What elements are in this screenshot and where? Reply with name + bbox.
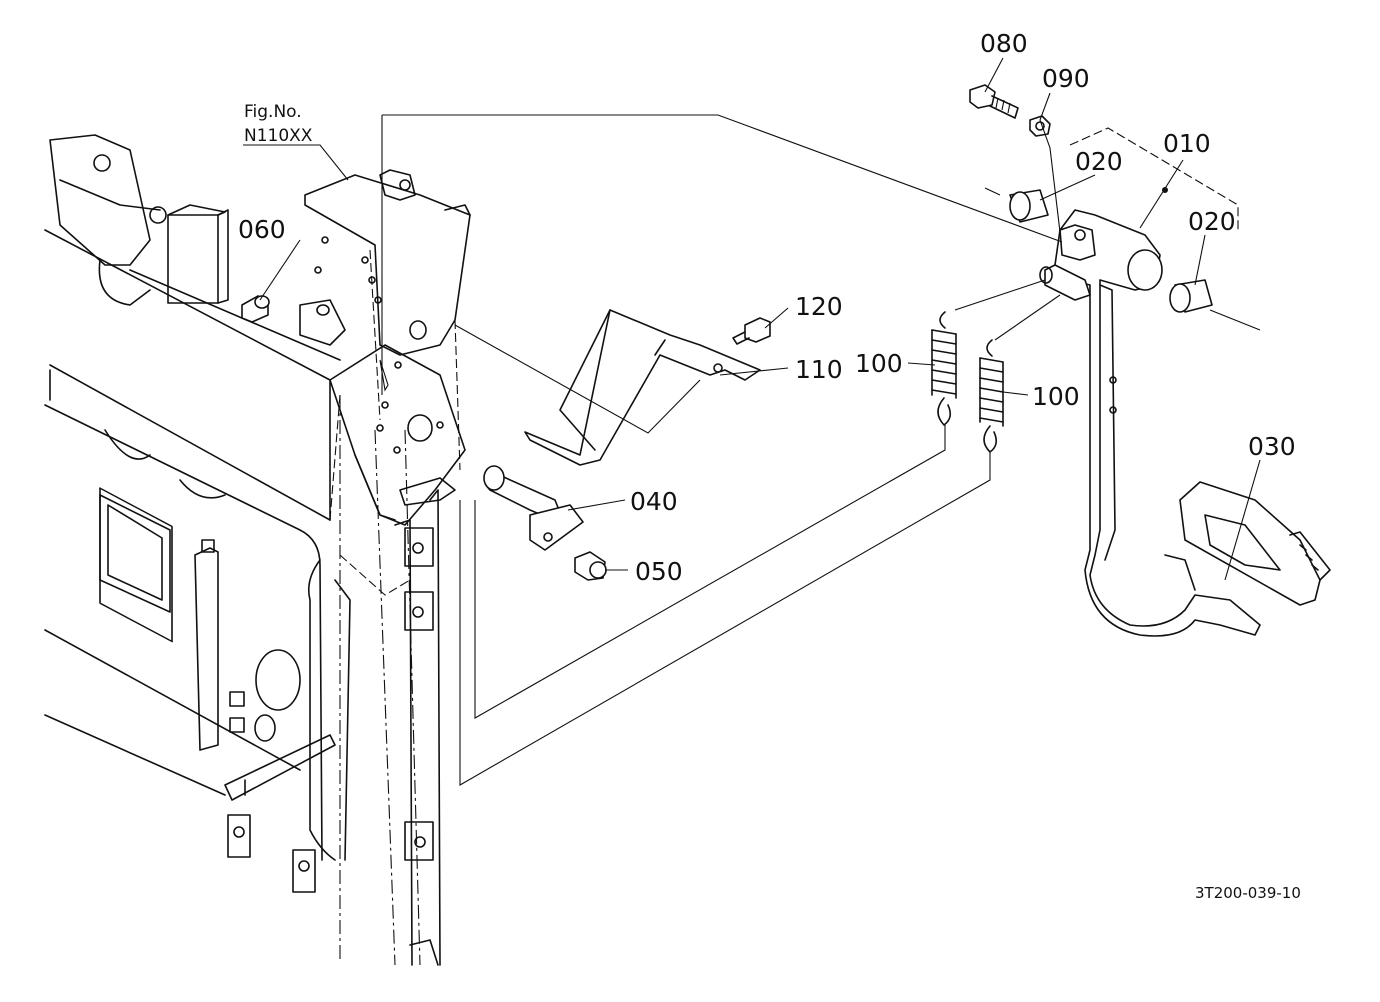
part-010-pedal-arm — [1039, 127, 1261, 637]
part-label-090: 090 — [1042, 64, 1090, 93]
part-label-120: 120 — [795, 292, 843, 321]
part-050-nut — [574, 551, 607, 581]
part-110-bracket — [524, 309, 761, 466]
part-080-bolt — [969, 84, 1019, 119]
part-label-050: 050 — [635, 557, 683, 586]
figure-reference: Fig.No. N110XX — [244, 102, 313, 146]
part-label-020-left: 020 — [1075, 147, 1123, 176]
part-040-pin — [483, 465, 584, 551]
part-020-bushing-left — [1009, 189, 1049, 223]
figure-number: N110XX — [244, 126, 313, 146]
part-label-030: 030 — [1248, 432, 1296, 461]
frame-assembly — [44, 115, 471, 966]
part-100-spring-left — [931, 311, 957, 426]
part-020-bushing-right — [1169, 279, 1213, 313]
part-label-020-right: 020 — [1188, 207, 1236, 236]
part-label-010: 010 — [1163, 129, 1211, 158]
drawing-code: 3T200-039-10 — [1195, 884, 1301, 902]
part-100-spring-right — [979, 339, 1004, 453]
part-label-110: 110 — [795, 355, 843, 384]
part-030-pedal-pad — [1179, 481, 1331, 606]
part-060-plug — [241, 295, 270, 323]
part-120-bolt — [732, 317, 771, 345]
part-label-100-left: 100 — [855, 349, 903, 378]
part-label-040: 040 — [630, 487, 678, 516]
part-label-060: 060 — [238, 215, 286, 244]
part-label-080: 080 — [980, 29, 1028, 58]
figure-caption: Fig.No. — [244, 102, 302, 122]
part-label-100-right: 100 — [1032, 382, 1080, 411]
leader-lines — [243, 57, 1261, 786]
